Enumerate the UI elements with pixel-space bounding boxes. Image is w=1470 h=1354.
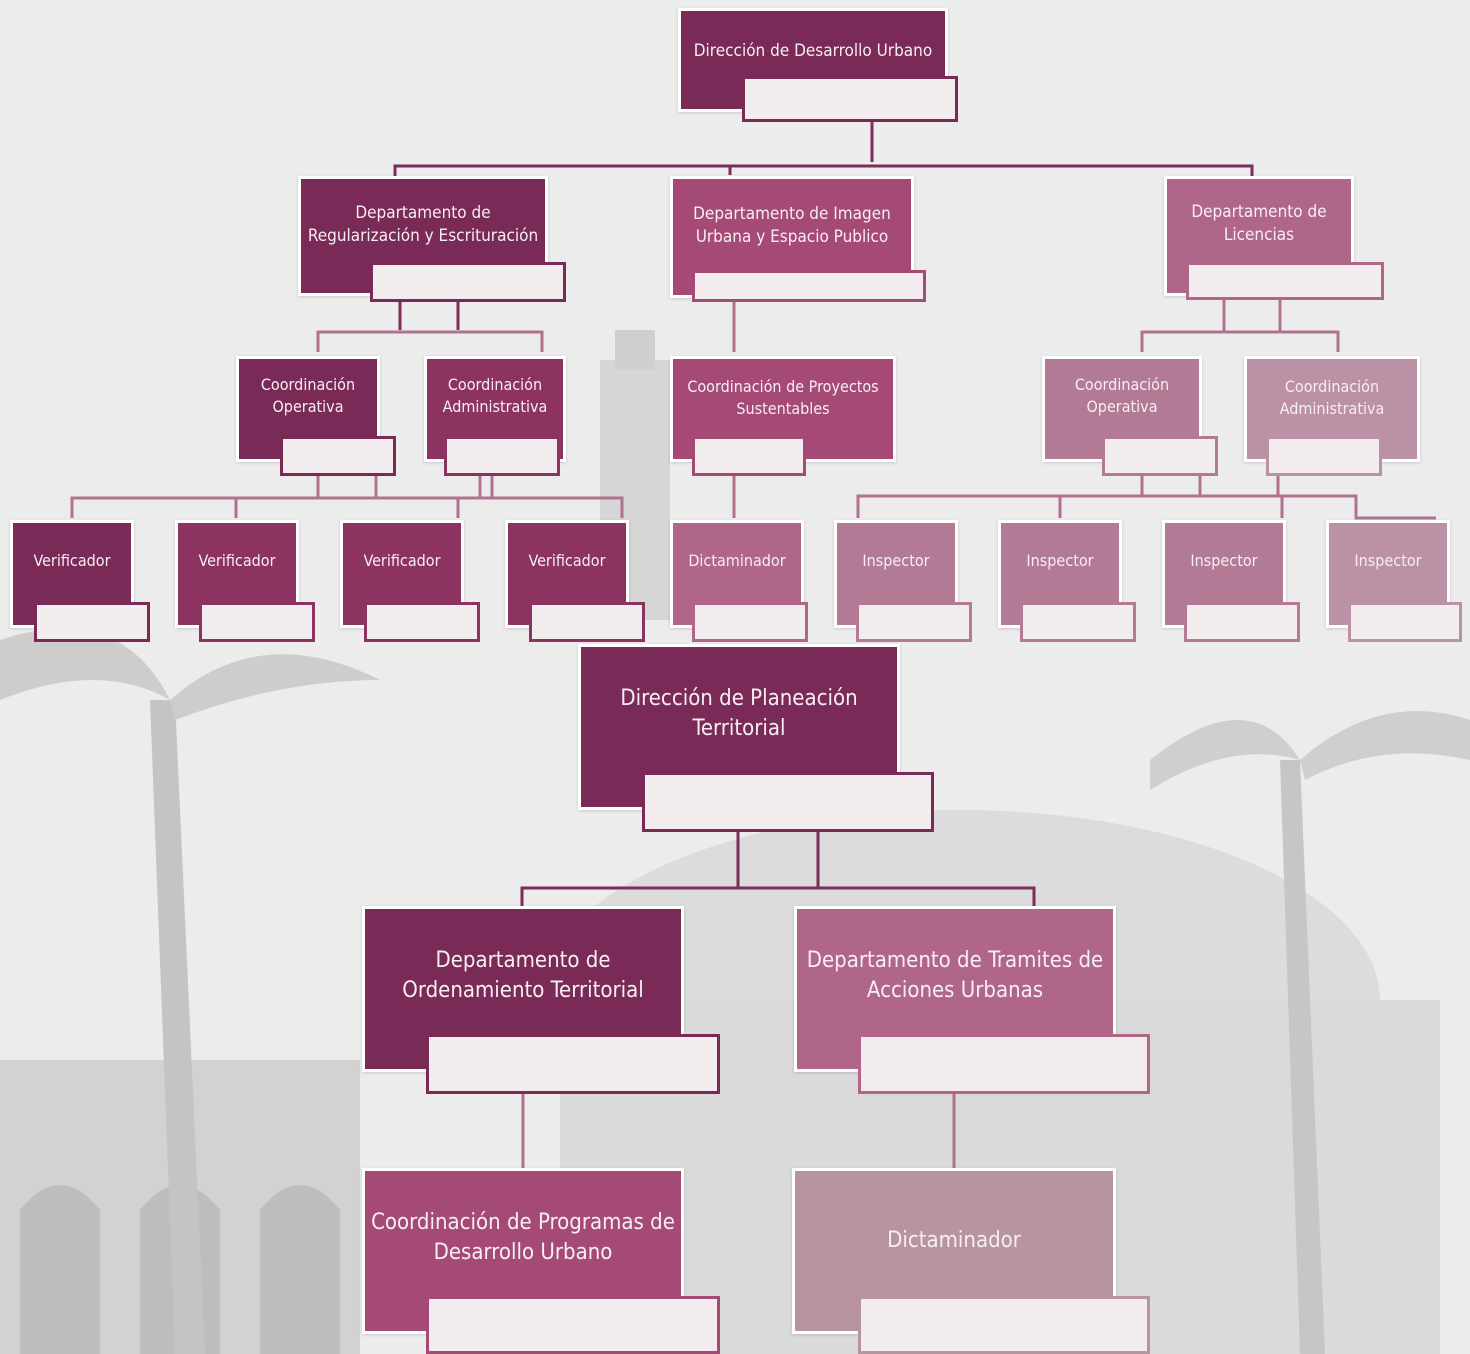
node-label: Coordinación Administrativa (442, 374, 548, 416)
node-depto-tramites: Departamento de Tramites de Acciones Urb… (794, 906, 1150, 1094)
node-label: Departamento de Tramites de Acciones Urb… (806, 947, 1104, 1003)
node-label: Dirección de Planeación Territorial (620, 685, 858, 741)
node-depto-regularizacion: Departamento de Regularización y Escritu… (298, 176, 566, 302)
node-label: Coordinación Operativa (1074, 374, 1170, 416)
node-label: Verificador (33, 550, 111, 570)
node-coord-operativa-2: Coordinación Operativa (1042, 356, 1218, 476)
node-depto-ordenamiento: Departamento de Ordenamiento Territorial (362, 906, 720, 1094)
node-label: Departamento de Licencias (1191, 201, 1327, 245)
node-coord-operativa-1: Coordinación Operativa (236, 356, 396, 476)
node-coord-administrativa-1: Coordinación Administrativa (424, 356, 566, 476)
node-verificador-2: Verificador (175, 520, 315, 642)
node-verificador-3: Verificador (340, 520, 480, 642)
node-inspector-4: Inspector (1326, 520, 1466, 642)
node-label: Inspector (862, 550, 930, 570)
node-label: Verificador (363, 550, 441, 570)
node-label: Departamento de Ordenamiento Territorial (402, 947, 644, 1003)
node-direccion-desarrollo-urbano: Dirección de Desarrollo Urbano (678, 8, 958, 122)
node-inspector-2: Inspector (998, 520, 1138, 642)
node-verificador-4: Verificador (505, 520, 645, 642)
node-label: Coordinación de Programas de Desarrollo … (371, 1209, 675, 1265)
node-label: Dictaminador (688, 550, 786, 570)
node-verificador-1: Verificador (10, 520, 150, 642)
node-depto-licencias: Departamento de Licencias (1164, 176, 1384, 300)
node-label: Departamento de Regularización y Escritu… (307, 202, 539, 246)
node-label: Verificador (528, 550, 606, 570)
connectors-bottom (521, 1092, 956, 1168)
node-label: Dirección de Desarrollo Urbano (693, 41, 933, 62)
node-label: Inspector (1190, 550, 1258, 570)
node-coord-programas: Coordinación de Programas de Desarrollo … (362, 1168, 720, 1354)
node-label: Verificador (198, 550, 276, 570)
node-label: Inspector (1026, 550, 1094, 570)
node-label: Coordinación Administrativa (1279, 376, 1385, 418)
node-label: Departamento de Imagen Urbana y Espacio … (693, 203, 891, 247)
connectors-level2 (70, 298, 1436, 520)
node-label: Inspector (1354, 550, 1422, 570)
node-direccion-planeacion: Dirección de Planeación Territorial (578, 644, 934, 832)
node-label: Dictaminador (887, 1227, 1021, 1253)
node-label: Coordinación de Proyectos Sustentables (687, 376, 879, 418)
node-dictaminador-1: Dictaminador (670, 520, 810, 642)
connectors-lower (520, 828, 1036, 906)
node-inspector-1: Inspector (834, 520, 974, 642)
node-dictaminador-2: Dictaminador (792, 1168, 1150, 1354)
node-coord-administrativa-2: Coordinación Administrativa (1244, 356, 1420, 476)
node-inspector-3: Inspector (1162, 520, 1302, 642)
node-depto-imagen-urbana: Departamento de Imagen Urbana y Espacio … (670, 176, 926, 302)
node-label: Coordinación Operativa (260, 374, 356, 416)
node-coord-proyectos-sustentables: Coordinación de Proyectos Sustentables (670, 356, 896, 476)
